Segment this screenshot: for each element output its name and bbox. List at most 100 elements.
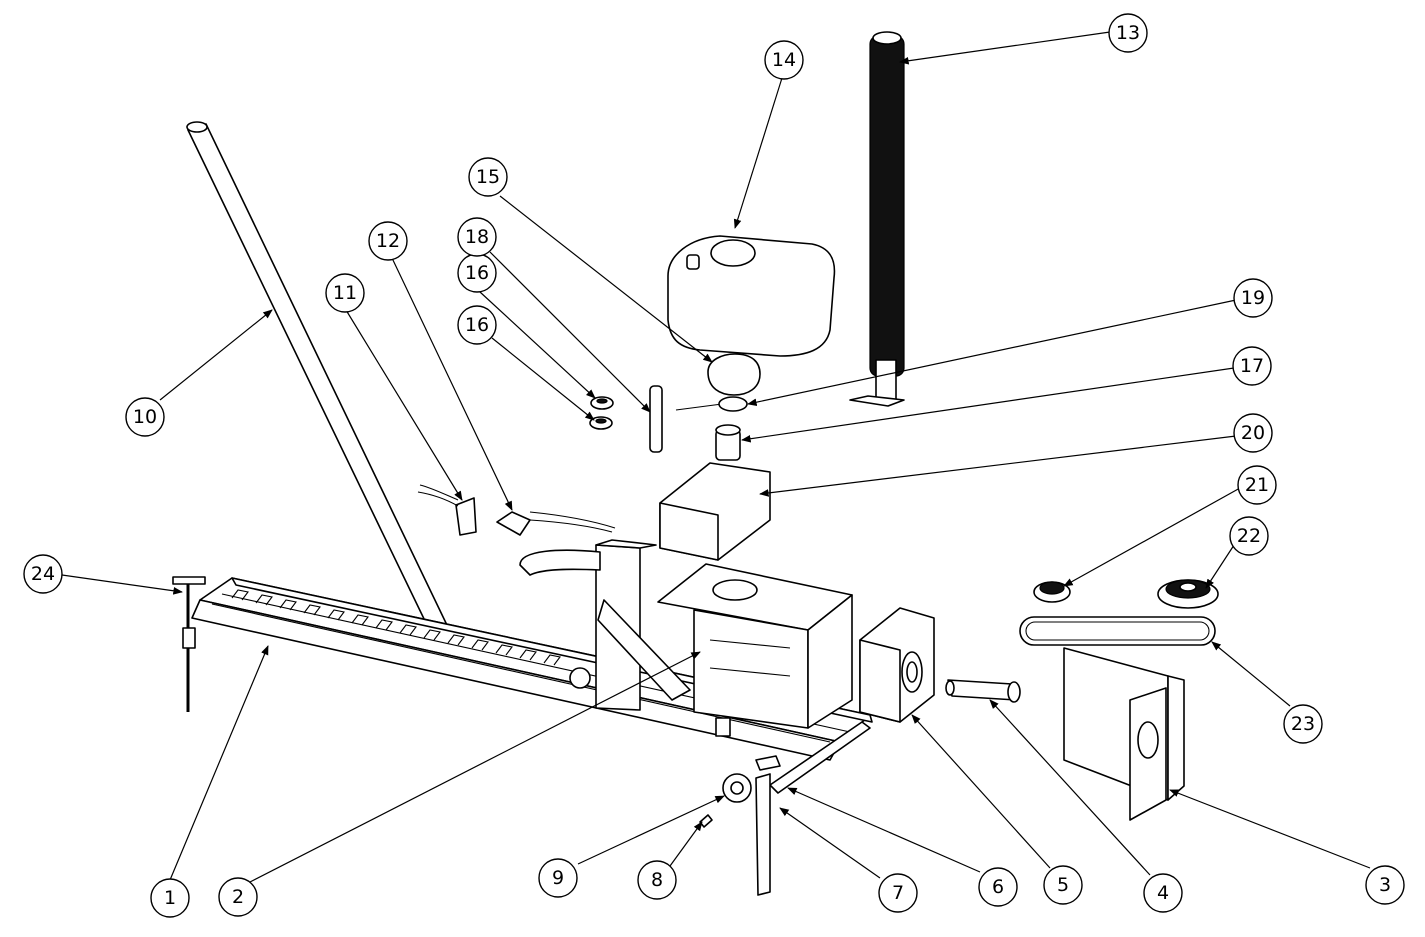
shaft xyxy=(945,679,1021,703)
coupler xyxy=(715,424,741,461)
v-belt xyxy=(1019,616,1216,646)
callout-6-label: 6 xyxy=(992,876,1004,898)
callout-16-upper-label: 16 xyxy=(465,262,489,284)
callout-13: 13 xyxy=(1108,13,1148,53)
leader-9 xyxy=(577,795,725,865)
callout-10: 10 xyxy=(125,397,165,437)
auger xyxy=(849,31,905,407)
callout-16-upper: 16 xyxy=(457,253,497,293)
callout-18: 18 xyxy=(457,217,497,257)
rack-teeth xyxy=(231,589,561,666)
carriage xyxy=(519,539,691,711)
wheel xyxy=(722,773,752,803)
leader-lines xyxy=(61,31,1371,883)
callout-4: 4 xyxy=(1143,873,1183,913)
leader-6 xyxy=(787,787,981,873)
leader-3 xyxy=(1169,789,1371,869)
leader-20 xyxy=(759,435,1237,497)
parts-drawing xyxy=(172,31,1219,896)
washer-key xyxy=(675,396,748,412)
leader-16a xyxy=(479,291,596,399)
callout-11: 11 xyxy=(325,273,365,313)
callout-8-label: 8 xyxy=(651,869,663,891)
engine xyxy=(667,235,836,396)
callout-17-label: 17 xyxy=(1240,355,1264,377)
base-plate xyxy=(715,717,871,794)
callout-17: 17 xyxy=(1232,346,1272,386)
callout-1: 1 xyxy=(150,878,190,918)
leader-10 xyxy=(159,309,273,401)
callout-3-label: 3 xyxy=(1379,874,1391,896)
callout-18-label: 18 xyxy=(465,226,489,248)
callout-24-label: 24 xyxy=(31,563,55,585)
handle-bar xyxy=(186,121,459,653)
callout-14-label: 14 xyxy=(772,49,796,71)
washer-lower xyxy=(589,416,613,430)
leader-23 xyxy=(1211,641,1291,707)
callout-23-label: 23 xyxy=(1291,713,1315,735)
leader-21 xyxy=(1063,487,1241,587)
callout-7-label: 7 xyxy=(892,882,904,904)
callout-19-label: 19 xyxy=(1241,287,1265,309)
callout-22-label: 22 xyxy=(1237,525,1261,547)
callout-5: 5 xyxy=(1043,865,1083,905)
leader-4 xyxy=(989,699,1151,876)
leader-8 xyxy=(669,821,703,867)
callout-1-label: 1 xyxy=(164,887,176,909)
callout-6: 6 xyxy=(978,867,1018,907)
leader-11 xyxy=(345,309,463,501)
leader-1 xyxy=(169,645,269,881)
callout-21: 21 xyxy=(1237,465,1277,505)
callout-15-label: 15 xyxy=(476,166,500,188)
leader-14 xyxy=(733,77,783,229)
callout-7: 7 xyxy=(878,873,918,913)
leader-2 xyxy=(249,651,701,883)
callout-8: 8 xyxy=(637,860,677,900)
callout-5-label: 5 xyxy=(1057,874,1069,896)
callout-20: 20 xyxy=(1233,413,1273,453)
callout-11-label: 11 xyxy=(333,282,357,304)
leader-22 xyxy=(1205,541,1237,589)
callout-24: 24 xyxy=(23,554,63,594)
callout-14: 14 xyxy=(764,40,804,80)
callout-13-label: 13 xyxy=(1116,22,1140,44)
callout-23: 23 xyxy=(1283,704,1323,744)
callout-2-label: 2 xyxy=(232,886,244,908)
belt-guard xyxy=(1063,647,1185,821)
callout-9-label: 9 xyxy=(552,867,564,889)
callout-2: 2 xyxy=(218,877,258,917)
callout-20-label: 20 xyxy=(1241,422,1265,444)
callout-9: 9 xyxy=(538,858,578,898)
leader-15 xyxy=(499,195,713,363)
callouts: 1 2 3 4 5 6 7 8 9 10 11 12 13 14 15 16 1… xyxy=(23,13,1405,918)
leader-13 xyxy=(899,31,1111,65)
callout-12-label: 12 xyxy=(376,230,400,252)
small-pulley xyxy=(1033,581,1071,603)
callout-12: 12 xyxy=(368,221,408,261)
leader-18 xyxy=(489,251,651,413)
large-pulley xyxy=(1157,579,1219,609)
drive-shaft xyxy=(649,385,663,453)
callout-16-lower: 16 xyxy=(457,305,497,345)
callout-4-label: 4 xyxy=(1157,882,1169,904)
callout-3: 3 xyxy=(1365,865,1405,905)
callout-15: 15 xyxy=(468,157,508,197)
clutch-lever xyxy=(417,484,616,536)
leader-17 xyxy=(741,367,1235,443)
gear-cover xyxy=(859,607,935,723)
stake-left xyxy=(172,576,206,712)
callout-19: 19 xyxy=(1233,278,1273,318)
leader-7 xyxy=(779,807,881,879)
chain-guard xyxy=(659,462,771,561)
leader-5 xyxy=(911,714,1051,869)
callout-10-label: 10 xyxy=(133,406,157,428)
stake-right xyxy=(755,755,781,896)
gearbox-housing xyxy=(657,563,853,729)
leader-16b xyxy=(491,337,595,421)
callout-22: 22 xyxy=(1229,516,1269,556)
leader-12 xyxy=(391,257,513,511)
callout-21-label: 21 xyxy=(1245,474,1269,496)
callout-16-lower-label: 16 xyxy=(465,314,489,336)
leader-19 xyxy=(747,299,1237,406)
